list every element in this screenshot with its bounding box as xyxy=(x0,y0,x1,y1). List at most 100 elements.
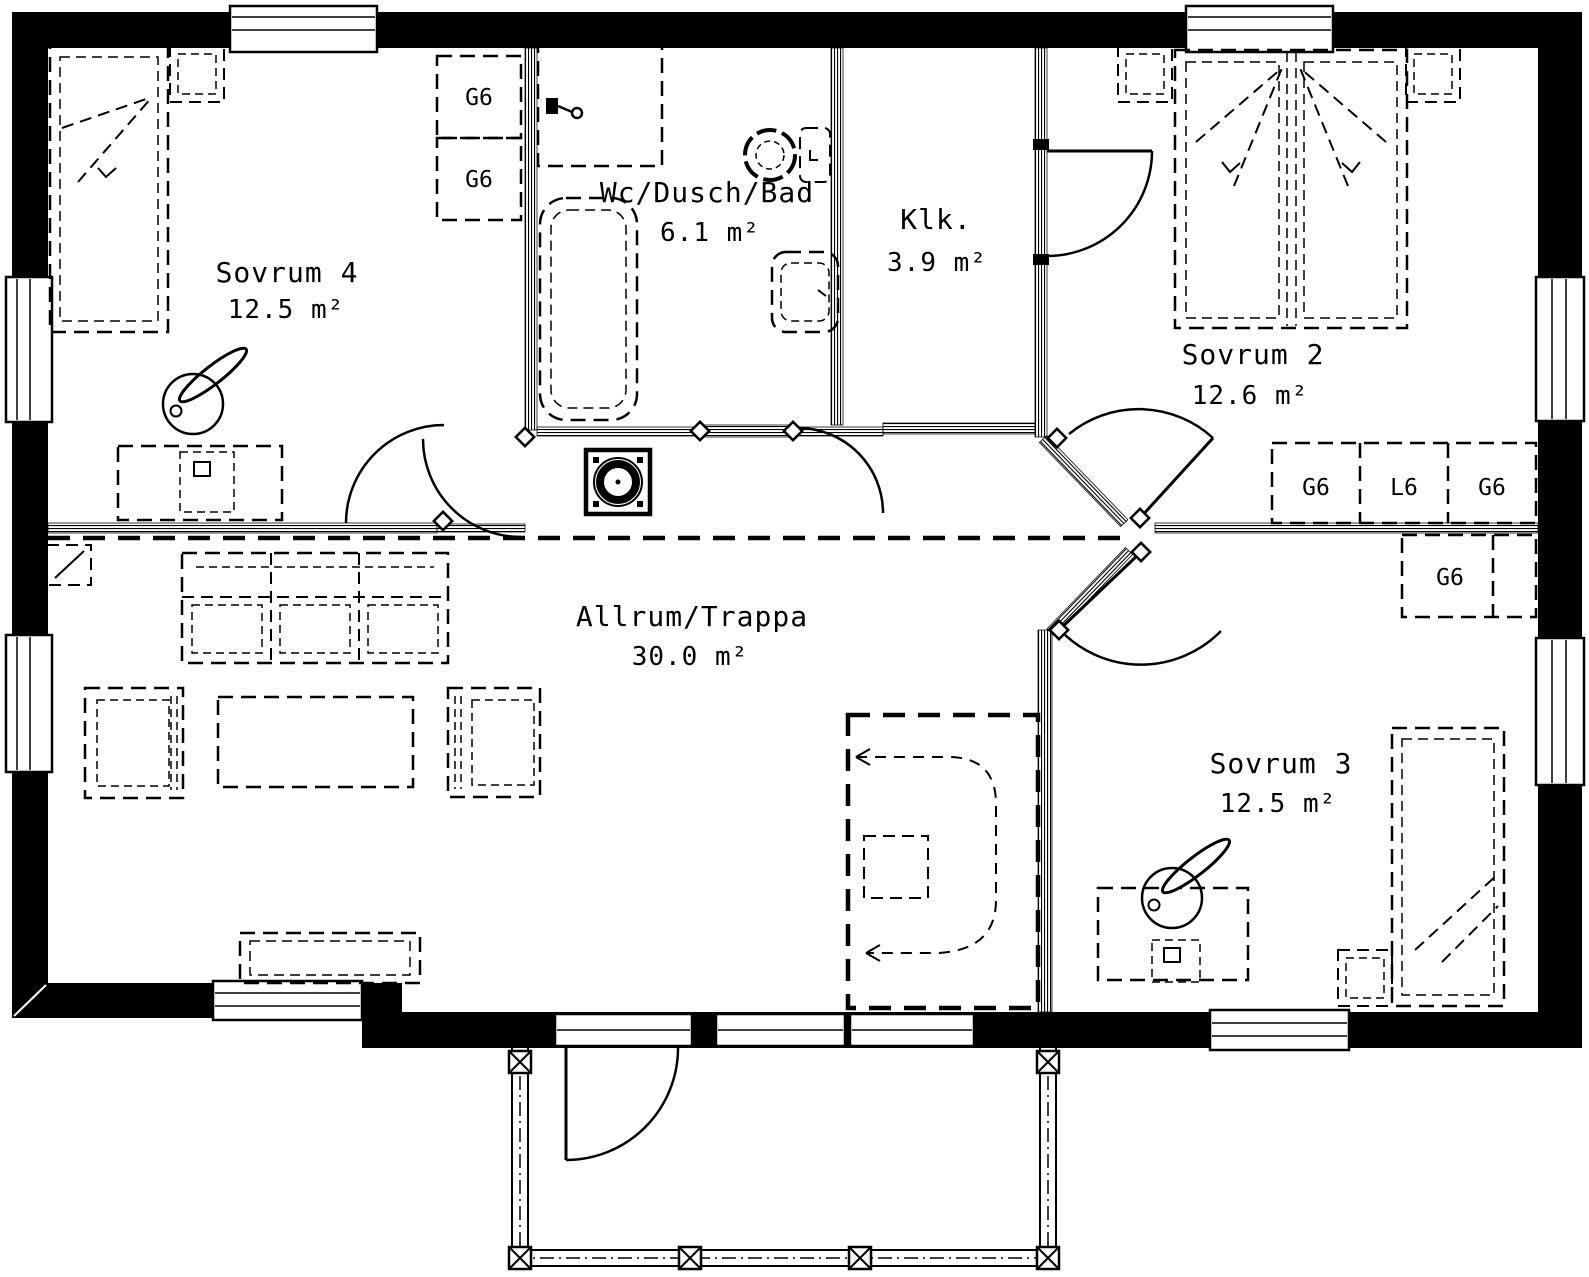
toilet xyxy=(743,127,831,183)
room-label-sovrum4: Sovrum 4 xyxy=(216,256,359,289)
diamond-sovrum2-hinge xyxy=(1129,507,1151,529)
wardrobe-g6-top: G6 xyxy=(435,54,523,140)
balcony-post xyxy=(507,1049,533,1075)
wardrobe-g6-bottom: G6 xyxy=(435,136,523,222)
desk xyxy=(116,444,284,522)
windows xyxy=(4,4,1586,1052)
wall-sovrum4-allrum xyxy=(47,522,438,534)
wardrobe-row: G6 L6 G6 xyxy=(1270,441,1538,525)
room-area-sovrum3: 12.5 m² xyxy=(1220,789,1337,819)
wardrobe-label-g6: G6 xyxy=(1478,475,1506,501)
room-bathroom: Wc/Dusch/Bad 6.1 m² xyxy=(536,42,840,422)
room-sovrum2: G6 L6 G6 Sovrum 2 12.6 m² xyxy=(1117,45,1538,525)
diamond-bath-wall-right xyxy=(782,420,804,442)
room-sovrum4: G6 G6 Sovrum 4 12.5 m² xyxy=(48,44,523,522)
window-top-left xyxy=(228,4,379,54)
door-arc-sovrum2 xyxy=(1068,407,1214,439)
desk-chair xyxy=(161,346,249,436)
room-area-allrum: 30.0 m² xyxy=(632,642,749,672)
door-leaf-sovrum3 xyxy=(1057,550,1143,632)
room-allrum: Allrum/Trappa 30.0 m² xyxy=(46,544,808,985)
washbasin xyxy=(770,250,840,334)
door-stop-lower xyxy=(1033,254,1049,265)
wardrobe-label: G6 xyxy=(465,85,493,111)
wardrobe-label-g6: G6 xyxy=(1302,475,1330,501)
wall-klk-bottom xyxy=(882,422,1036,435)
radiator-box xyxy=(46,544,92,586)
room-label-allrum: Allrum/Trappa xyxy=(576,600,808,633)
threshold-sovrum2-klk-door xyxy=(1034,147,1048,256)
armchair-left xyxy=(83,686,185,800)
wardrobe-label-l6: L6 xyxy=(1390,475,1418,501)
wardrobe-label-g6: G6 xyxy=(1436,565,1464,591)
nightstand xyxy=(169,45,225,103)
room-area-bathroom: 6.1 m² xyxy=(660,218,760,248)
stair-opening xyxy=(845,712,1041,1011)
right-wall xyxy=(1538,12,1582,1048)
diamond-sovrum3-stop xyxy=(1048,619,1070,641)
window-bottom-right xyxy=(1208,1008,1351,1052)
diamond-sovrum4 xyxy=(432,510,454,532)
window-left-upper xyxy=(4,275,54,424)
nightstand-right xyxy=(1405,45,1461,103)
sofa xyxy=(180,551,450,665)
stair-landing-box xyxy=(863,835,929,899)
wall-sovrum4-bathroom xyxy=(524,47,538,431)
door-arc-sovrum3 xyxy=(1059,629,1222,666)
window-bottom-left xyxy=(211,979,364,1022)
diamond-bath-wall-left xyxy=(689,420,711,442)
window-right-lower xyxy=(1534,636,1586,787)
room-label-bathroom: Wc/Dusch/Bad xyxy=(600,176,814,209)
room-label-sovrum2: Sovrum 2 xyxy=(1182,338,1325,371)
stair-walk-line xyxy=(856,756,997,954)
left-wall xyxy=(12,12,48,1018)
window-balcony-right xyxy=(848,1012,976,1048)
shower xyxy=(536,42,664,168)
fireplace xyxy=(583,447,653,517)
room-label-sovrum3: Sovrum 3 xyxy=(1210,747,1353,780)
balcony-post xyxy=(1035,1245,1061,1271)
threshold-bathroom-door xyxy=(536,426,701,437)
diamond-sovrum3-hinge xyxy=(1130,541,1152,563)
room-sovrum3: G6 Sovrum 3 12.5 m² xyxy=(1096,533,1538,1008)
coffee-table xyxy=(216,695,415,789)
window-right-upper xyxy=(1534,275,1586,423)
wall-klk-sovrum2-upper xyxy=(1034,47,1048,149)
wardrobe-g6: G6 xyxy=(1400,533,1538,619)
balcony-door xyxy=(553,1012,694,1162)
room-area-klk: 3.9 m² xyxy=(887,248,987,278)
wardrobe-label: G6 xyxy=(465,167,493,193)
balcony-post xyxy=(507,1245,533,1271)
diamond-sovrum2-stop xyxy=(1046,427,1068,449)
bed-double xyxy=(1173,48,1409,330)
threshold-sovrum2-door xyxy=(1038,434,1129,528)
stair-arrow-top xyxy=(855,748,871,766)
door-stop-upper xyxy=(1033,139,1049,150)
balcony-post xyxy=(677,1245,703,1271)
wall-bathroom-bottom xyxy=(699,424,794,438)
corner-miter xyxy=(13,984,47,1017)
door-leaf-sovrum2 xyxy=(1138,436,1215,520)
window-left-lower xyxy=(4,633,54,774)
room-klk: Klk. 3.9 m² xyxy=(887,203,987,278)
door-arc-sovrum4 xyxy=(344,423,445,524)
wall-sovrum2-sovrum3 xyxy=(1154,522,1539,534)
bed-single xyxy=(1390,726,1506,1008)
doors xyxy=(344,139,1222,1162)
stairs xyxy=(845,712,1041,1011)
diamond-bathroom xyxy=(514,426,536,448)
interior-walls xyxy=(47,47,1539,1013)
nightstand-left xyxy=(1117,45,1173,103)
door-arc-bathroom xyxy=(421,438,522,539)
balcony-post xyxy=(847,1245,873,1271)
bathtub xyxy=(538,196,639,422)
stair-arrow-bottom xyxy=(865,944,881,962)
room-area-sovrum2: 12.6 m² xyxy=(1192,381,1309,411)
wall-klk-sovrum2-lower xyxy=(1034,254,1048,438)
balcony-post xyxy=(1035,1049,1061,1075)
window-top-right xyxy=(1184,4,1335,54)
window-balcony-left xyxy=(714,1012,847,1048)
room-area-sovrum4: 12.5 m² xyxy=(228,295,345,325)
